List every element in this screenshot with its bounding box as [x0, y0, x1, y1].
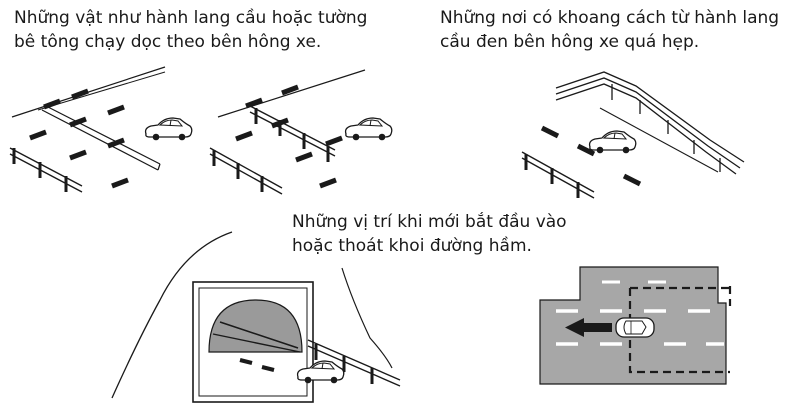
guardrail-icon	[555, 71, 745, 175]
scene-tunnel	[111, 231, 401, 403]
caption-tunnel-line1: Những vị trí khi mới bắt đầu vào	[292, 212, 567, 232]
caption-tunnel-line2: hoặc thoát khoi đường hầm.	[292, 236, 532, 256]
car-icon	[588, 130, 637, 154]
guardrail-icon	[209, 147, 283, 195]
scene-detection-zone	[539, 266, 732, 385]
caption-narrow-line1: Những nơi có khoang cách từ hành lang	[440, 8, 780, 28]
arrow-left-icon	[565, 318, 612, 337]
caption-walls-line2: bê tông chạy dọc theo bên hông xe.	[14, 32, 322, 52]
scene-narrow	[521, 71, 745, 199]
caption-walls-line1: Những vật như hành lang cầu hoặc tường	[14, 8, 368, 28]
caption-narrow-line2: cầu đen bên hông xe quá hẹp.	[440, 32, 700, 52]
scene-barrier	[9, 66, 193, 193]
car-icon	[144, 117, 193, 141]
guardrail-icon	[9, 147, 83, 193]
tunnel-icon	[192, 281, 314, 403]
caption-walls: Những vật như hành lang cầu hoặc tường b…	[14, 6, 367, 54]
guardrail-icon	[521, 151, 595, 199]
guardrail-icon	[307, 339, 401, 387]
car-icon	[615, 317, 655, 338]
detection-zone-icon	[628, 286, 732, 374]
caption-tunnel: Những vị trí khi mới bắt đầu vào hoặc th…	[292, 210, 567, 258]
guardrail-icon	[249, 105, 336, 162]
scene-guardrail	[209, 69, 393, 195]
caption-narrow: Những nơi có khoang cách từ hành lang cầ…	[440, 6, 779, 54]
car-icon	[344, 117, 393, 141]
